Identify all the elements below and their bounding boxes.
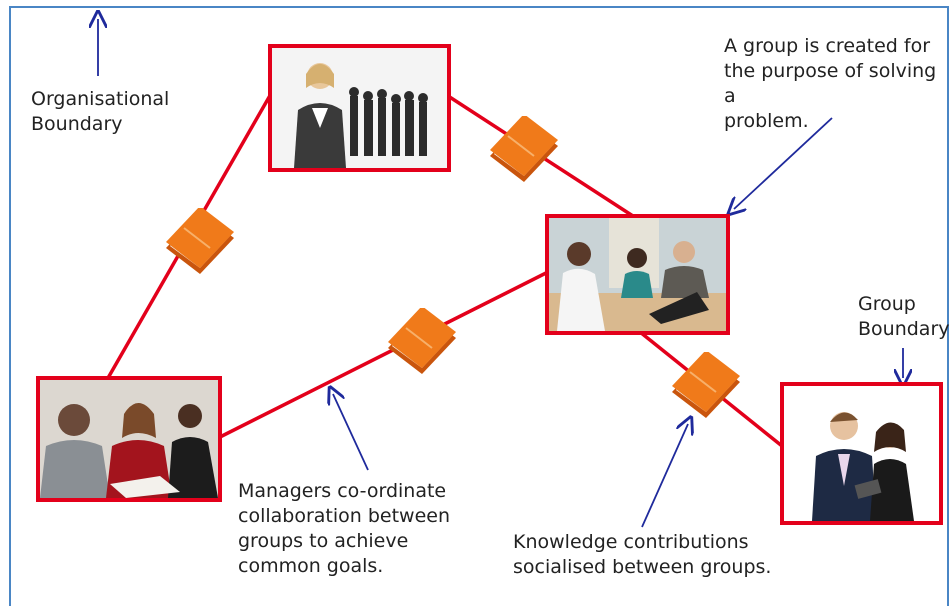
book-icon — [382, 306, 462, 383]
arrow-icon — [734, 117, 833, 209]
label-organisational-boundary: Organisational Boundary — [31, 88, 170, 135]
book-icon — [160, 206, 240, 283]
label-group-boundary: Group Boundary — [858, 293, 950, 340]
photo-students-study — [36, 376, 222, 502]
arrow-icon — [333, 394, 369, 471]
photo-group-meeting — [545, 214, 730, 335]
book-icon — [666, 350, 746, 427]
label-managers-coordinate: Managers co-ordinate collaboration betwe… — [238, 480, 451, 577]
arrow-icon — [641, 424, 688, 528]
book-icon — [484, 114, 564, 191]
organisational-boundary-frame — [9, 6, 949, 606]
photo-business-pair — [780, 382, 943, 525]
label-knowledge-contributions: Knowledge contributions socialised betwe… — [513, 531, 772, 578]
label-group-created: A group is created for the purpose of so… — [724, 35, 937, 132]
photo-business-team — [268, 44, 451, 172]
link-line-left-center — [219, 270, 549, 439]
